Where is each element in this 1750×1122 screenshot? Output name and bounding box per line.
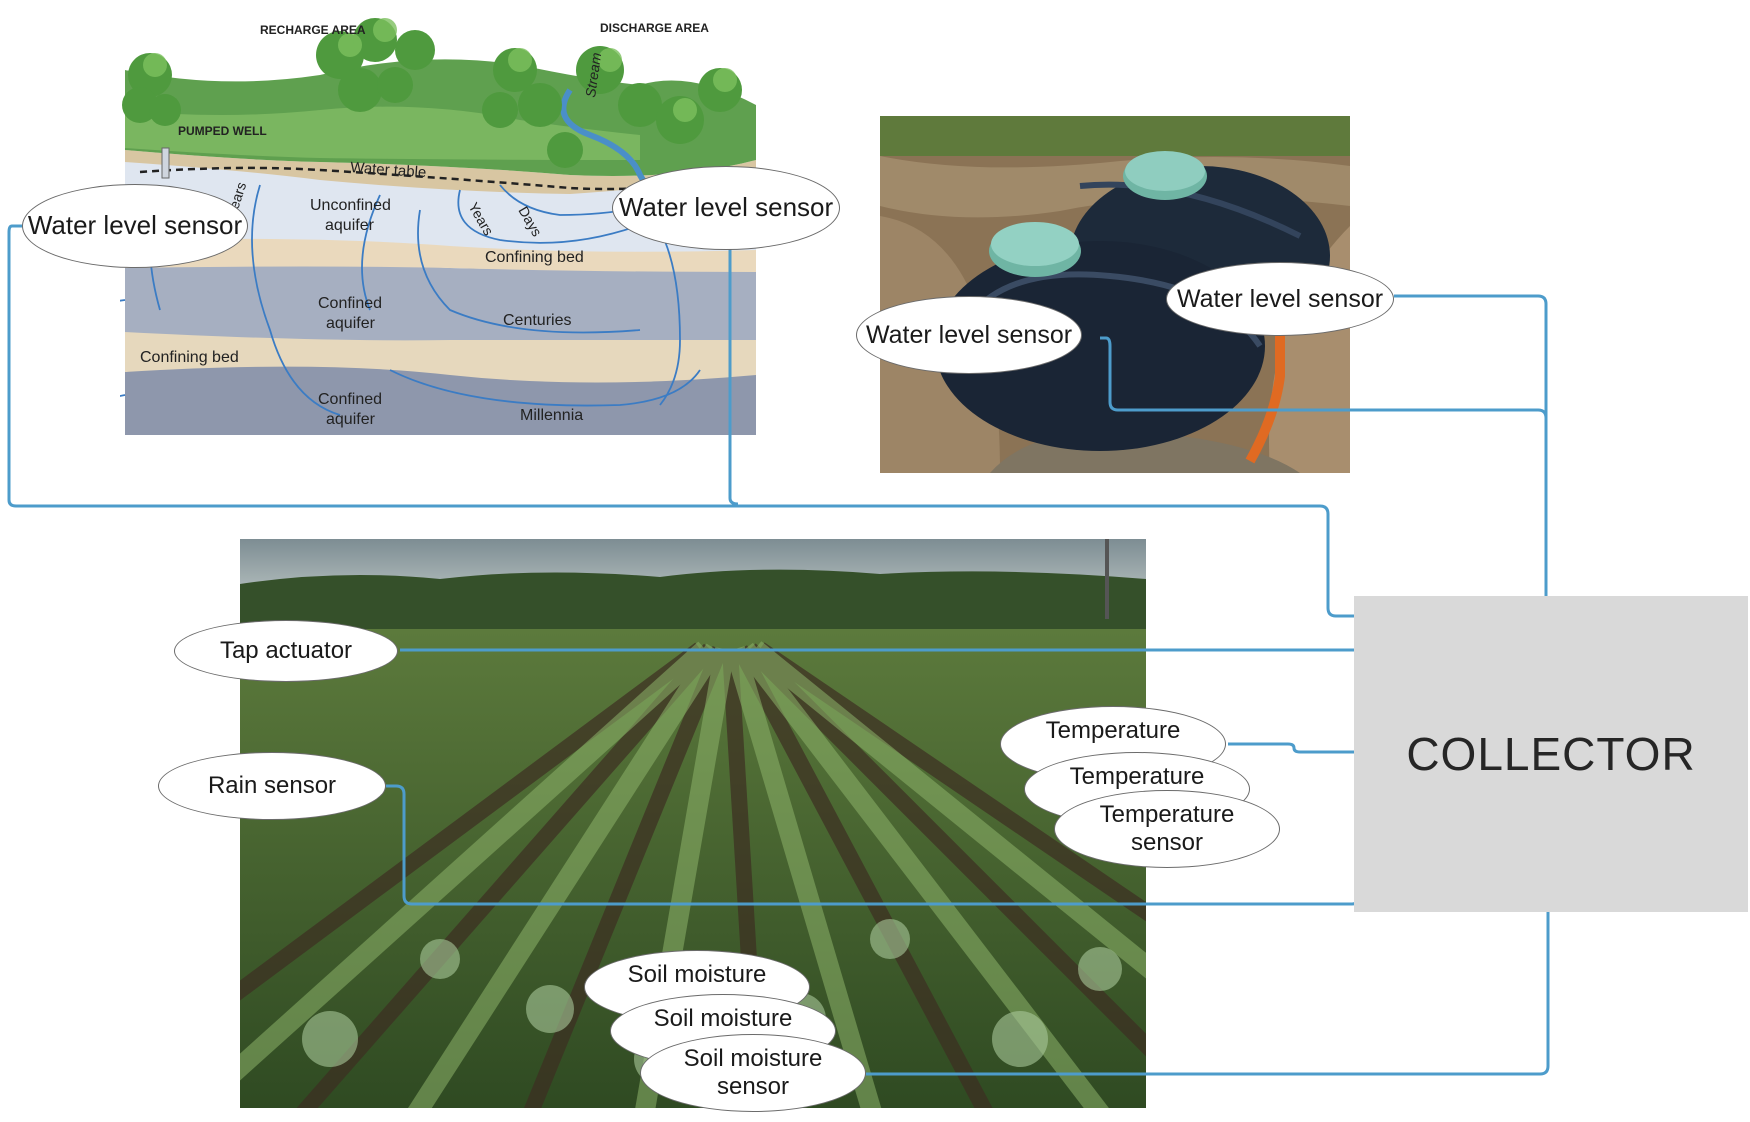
tank-water-level-sensor-right[interactable]: Water level sensor	[1166, 262, 1394, 336]
field-illustration	[240, 539, 1146, 1108]
wire-temperature	[1228, 742, 1356, 754]
rain-sensor[interactable]: Rain sensor	[158, 752, 386, 820]
sensor-label: Water level sensor	[1176, 284, 1384, 313]
sensor-label: Soil moisture	[627, 961, 767, 988]
actuator-label: Tap actuator	[219, 637, 353, 665]
sensor-label: Water level sensor	[618, 192, 834, 223]
confined-aquifer-upper-label-2: aquifer	[326, 315, 376, 332]
aquifer-water-level-sensor-left[interactable]: Water level sensor	[22, 184, 248, 268]
water-table-label: Water table	[350, 159, 427, 181]
confined-aquifer-lower-label-1: Confined	[318, 391, 382, 408]
sensor-label: Temperature	[1045, 717, 1181, 744]
unconfined-aquifer-label-2: aquifer	[325, 217, 375, 234]
soil-moisture-sensor-3[interactable]: Soil moisture sensor	[640, 1034, 866, 1112]
temperature-sensor-3[interactable]: Temperature sensor	[1054, 790, 1280, 868]
aquifer-water-level-sensor-right[interactable]: Water level sensor	[612, 166, 840, 250]
sensor-label-line-1: Temperature	[1099, 801, 1235, 829]
aquifer-diagram: RECHARGE AREA DISCHARGE AREA PUMPED WELL…	[120, 10, 756, 435]
sensor-label-line-2: sensor	[716, 1073, 790, 1100]
sensor-label: Soil moisture	[653, 1005, 793, 1032]
tank-water-level-sensor-left[interactable]: Water level sensor	[856, 296, 1082, 374]
wire-soil-moisture	[866, 912, 1550, 1076]
centuries-label: Centuries	[503, 312, 571, 329]
wire-tank-left	[1100, 336, 1548, 419]
aquifer-illustration: RECHARGE AREA DISCHARGE AREA PUMPED WELL…	[120, 18, 756, 435]
unconfined-aquifer-label-1: Unconfined	[310, 197, 391, 214]
confined-aquifer-lower-label-2: aquifer	[326, 411, 376, 428]
sensor-label: Water level sensor	[27, 210, 243, 241]
sensor-label-line-2: sensor	[1130, 829, 1204, 856]
sensor-label-line-1: Soil moisture	[683, 1045, 823, 1073]
confining-bed-lower-label: Confining bed	[140, 349, 239, 366]
tap-actuator[interactable]: Tap actuator	[174, 620, 398, 682]
confined-aquifer-upper-label-1: Confined	[318, 295, 382, 312]
sensor-label: Temperature	[1069, 763, 1205, 790]
collector-box: COLLECTOR	[1354, 596, 1748, 912]
wire-aquifer-left	[7, 224, 1356, 618]
sensor-label: Rain sensor	[207, 772, 337, 800]
sensor-label: Water level sensor	[865, 320, 1073, 349]
discharge-area-label: DISCHARGE AREA	[600, 21, 709, 35]
wire-aquifer-right	[728, 242, 739, 506]
millennia-label: Millennia	[520, 407, 583, 424]
confining-bed-upper-label: Confining bed	[485, 249, 584, 266]
recharge-area-label: RECHARGE AREA	[260, 23, 366, 37]
wire-tank-right	[1394, 294, 1548, 596]
field-photo	[240, 539, 1146, 1108]
stream-label: Stream	[582, 51, 604, 98]
pumped-well-label: PUMPED WELL	[178, 124, 267, 138]
collector-label: COLLECTOR	[1406, 728, 1696, 780]
